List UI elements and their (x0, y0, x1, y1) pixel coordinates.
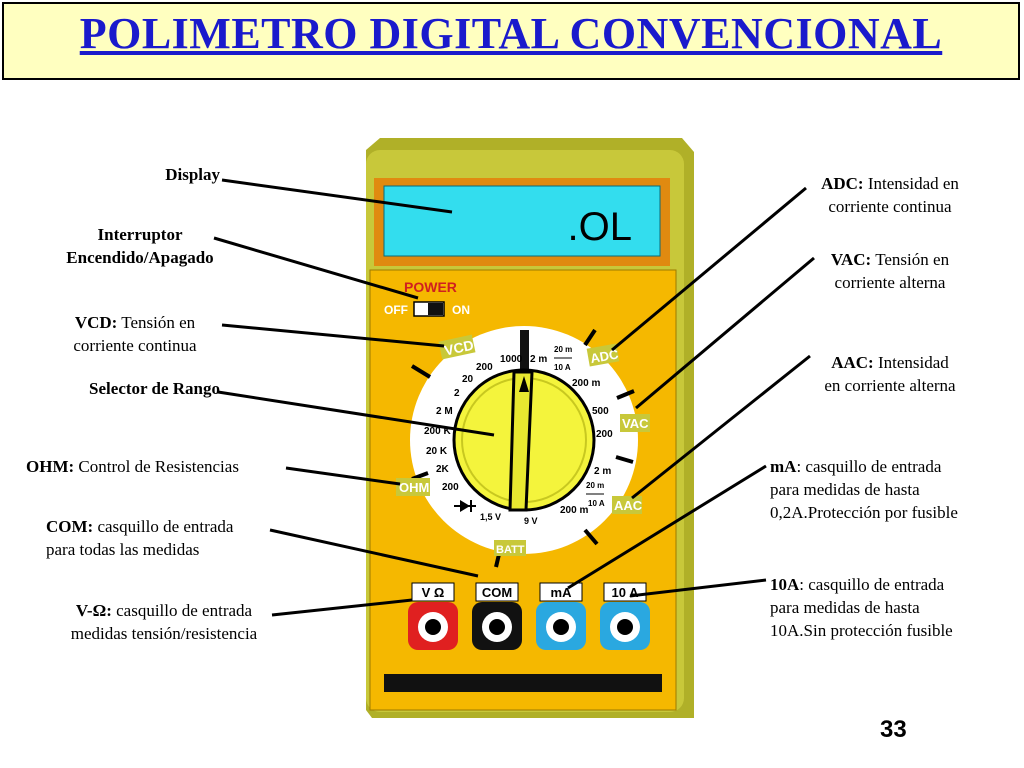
val-200ohm: 200 (442, 482, 459, 493)
val-20kohm: 20 K (426, 446, 448, 457)
page-title: POLIMETRO DIGITAL CONVENCIONAL (79, 9, 943, 58)
knob-pointer (508, 370, 534, 512)
val-10aac: 10 A (588, 499, 605, 508)
label-display: Display (165, 165, 220, 184)
val-500vac: 500 (592, 406, 609, 417)
val-200vac: 200 (596, 429, 613, 440)
dial-dividers (410, 328, 635, 568)
display-panel: .OL (374, 178, 670, 266)
val-2mohm: 2 M (436, 406, 453, 417)
jack-ma[interactable]: mA (536, 582, 586, 650)
power-switch[interactable]: POWER OFF ON (384, 279, 470, 317)
val-200maac: 200 m (560, 505, 588, 516)
section-batt: BATT (496, 544, 525, 556)
val-2maac: 2 m (594, 466, 611, 477)
power-on-label: ON (452, 303, 470, 317)
switch-knob (428, 303, 443, 315)
jack-label-v-ohm: V Ω (422, 585, 445, 600)
section-vcd: VCD (443, 337, 475, 359)
jack-10a[interactable]: 10 A (600, 582, 650, 650)
diode-icon (454, 500, 476, 512)
val-10a-dc: 10 A (554, 363, 571, 372)
val-2mv: 2 m (530, 354, 547, 365)
title-banner: POLIMETRO DIGITAL CONVENCIONAL (2, 2, 1020, 80)
jack-com[interactable]: COM (472, 582, 522, 650)
page-number: 33 (880, 716, 907, 743)
range-selector-dial[interactable]: VCD ADC VAC AAC OHM BATT 1000 200 20 2 2… (396, 326, 650, 568)
section-aac: AAC (614, 498, 643, 513)
label-ohm: OHM: Control de Resistencias (26, 457, 239, 476)
section-ohm: OHM (399, 480, 429, 495)
jack-label-10a: 10 A (612, 585, 640, 600)
input-jacks: V Ω COM mA 10 A (408, 582, 650, 650)
val-1000: 1000 (500, 354, 523, 365)
val-20v: 20 (462, 374, 474, 385)
val-200kohm: 200 K (424, 426, 451, 437)
display-reading: .OL (568, 205, 632, 249)
bottom-strip (384, 674, 662, 692)
val-200ma: 200 m (572, 378, 600, 389)
jack-label-com: COM (482, 585, 512, 600)
val-20maac: 20 m (586, 481, 604, 490)
power-label: POWER (404, 279, 457, 295)
leader-lines (213, 178, 815, 617)
label-selector: Selector de Rango (89, 379, 220, 398)
val-batt-15v: 1,5 V (480, 512, 501, 522)
jack-v-ohm[interactable]: V Ω (408, 582, 458, 650)
jack-label-ma: mA (551, 585, 573, 600)
power-off-label: OFF (384, 303, 408, 317)
val-2kohm: 2K (436, 464, 450, 475)
val-200v: 200 (476, 362, 493, 373)
val-20ma: 20 m (554, 345, 572, 354)
section-adc: ADC (589, 346, 620, 366)
section-vac: VAC (622, 416, 649, 431)
val-batt-9v: 9 V (524, 516, 538, 526)
val-2v: 2 (454, 388, 460, 399)
